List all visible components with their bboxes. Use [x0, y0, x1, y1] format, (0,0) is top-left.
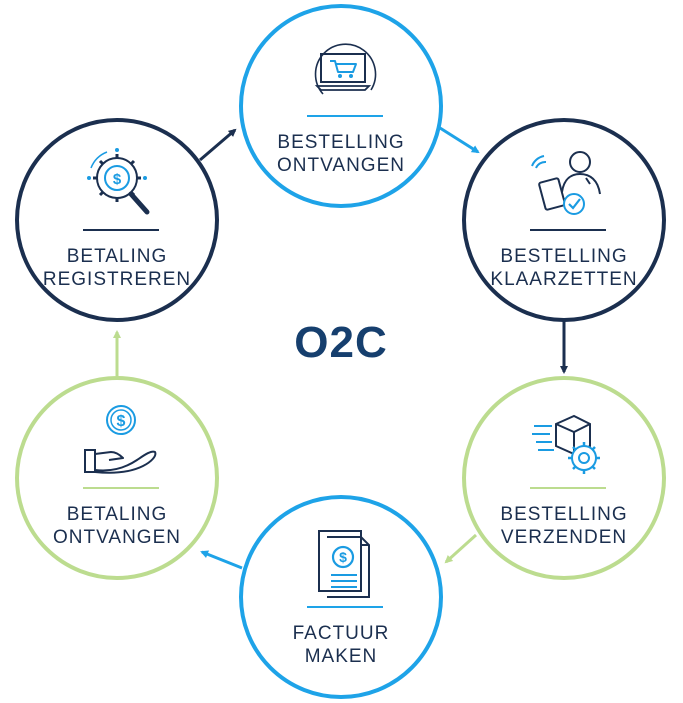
arrow-registreren-to-ontvangen: [199, 128, 237, 162]
divider-rule: [83, 229, 159, 231]
step-label-line2: VERZENDEN: [500, 527, 628, 548]
divider-rule: [530, 229, 606, 231]
step-label-line1: BESTELLING: [500, 504, 628, 525]
step-bestelling-klaarzetten: BESTELLING KLAARZETTEN: [462, 118, 666, 322]
shopping-cart-laptop-icon: [314, 43, 377, 95]
step-label-line1: BESTELLING: [500, 246, 628, 267]
step-label-line2: ONTVANGEN: [53, 527, 181, 548]
divider-rule: [530, 487, 606, 489]
divider-rule: [307, 606, 383, 608]
invoice-dollar-icon: $: [318, 530, 370, 598]
step-label: FACTUUR MAKEN: [243, 622, 439, 668]
step-label: BETALING ONTVANGEN: [19, 503, 215, 549]
diagram-title: O2C: [294, 318, 388, 367]
divider-rule: [307, 115, 383, 117]
arrow-verzenden-to-factuur: [444, 533, 478, 564]
step-betaling-registreren: $ BETALING REGISTREREN: [15, 118, 219, 322]
step-label-line1: FACTUUR: [292, 623, 390, 644]
divider-rule: [83, 487, 159, 489]
arrow-factuur-to-betaling-ontvangen: [200, 550, 243, 570]
gear-dollar-magnifier-icon: $: [87, 148, 150, 215]
step-factuur-maken: $ FACTUUR MAKEN: [239, 495, 443, 699]
step-label-line1: BESTELLING: [277, 132, 405, 153]
step-bestelling-verzenden: BESTELLING VERZENDEN: [462, 376, 666, 580]
arrow-ontvangen-to-klaarzetten: [439, 126, 480, 154]
step-label: BESTELLING ONTVANGEN: [243, 131, 439, 177]
person-tablet-check-icon: [531, 151, 601, 215]
step-label: BESTELLING VERZENDEN: [466, 503, 662, 549]
step-label: BETALING REGISTREREN: [19, 245, 215, 291]
step-label: BESTELLING KLAARZETTEN: [466, 245, 662, 291]
step-label-line2: ONTVANGEN: [277, 155, 405, 176]
step-bestelling-ontvangen: BESTELLING ONTVANGEN: [239, 4, 443, 208]
step-label-line2: KLAARZETTEN: [490, 269, 638, 290]
hand-coin-icon: $: [84, 405, 157, 474]
step-betaling-ontvangen: $ BETALING ONTVANGEN: [15, 376, 219, 580]
svg-text:$: $: [339, 549, 347, 565]
step-label-line1: BETALING: [66, 504, 168, 525]
svg-text:$: $: [113, 171, 122, 188]
step-label-line1: BETALING: [66, 246, 168, 267]
step-label-line2: REGISTREREN: [42, 269, 192, 290]
svg-text:$: $: [117, 413, 126, 430]
step-label-line2: MAKEN: [304, 646, 378, 667]
box-gear-icon: [532, 414, 600, 474]
